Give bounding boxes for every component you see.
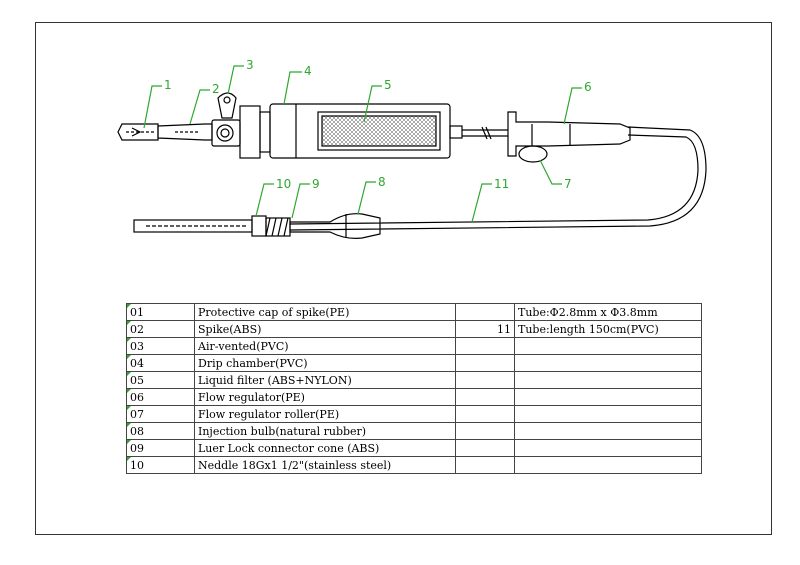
callout-1: 1 bbox=[164, 78, 172, 92]
part-description: Flow regulator(PE) bbox=[194, 388, 456, 406]
cell-marker bbox=[127, 406, 131, 410]
part-spec bbox=[514, 337, 702, 355]
part-description: Luer Lock connector cone (ABS) bbox=[194, 439, 456, 457]
part-number: 05 bbox=[126, 371, 195, 389]
part-description: Neddle 18Gx1 1/2"(stainless steel) bbox=[194, 456, 456, 474]
callout-6: 6 bbox=[584, 80, 592, 94]
callout-9: 9 bbox=[312, 177, 320, 191]
part-description: Spike(ABS) bbox=[194, 320, 456, 338]
luer-lock-shape bbox=[265, 217, 291, 237]
part-number: 04 bbox=[126, 354, 195, 372]
callout-5: 5 bbox=[384, 78, 392, 92]
part-description: Flow regulator roller(PE) bbox=[194, 405, 456, 423]
cell-marker bbox=[127, 457, 131, 461]
part-number: 07 bbox=[126, 405, 195, 423]
part-quantity bbox=[455, 388, 515, 406]
callout-10: 10 bbox=[276, 177, 291, 191]
part-number: 09 bbox=[126, 439, 195, 457]
flow-regulator-shape bbox=[507, 111, 631, 157]
part-spec bbox=[514, 354, 702, 372]
part-quantity bbox=[455, 456, 515, 474]
callout-7: 7 bbox=[564, 177, 572, 191]
part-quantity: 11 bbox=[455, 320, 515, 338]
callout-4: 4 bbox=[304, 64, 312, 78]
part-number: 02 bbox=[126, 320, 195, 338]
needle-shape bbox=[133, 215, 267, 237]
cell-marker bbox=[127, 321, 131, 325]
cell-marker bbox=[127, 338, 131, 342]
part-description: Liquid filter (ABS+NYLON) bbox=[194, 371, 456, 389]
part-description: Air-vented(PVC) bbox=[194, 337, 456, 355]
drawing-frame bbox=[35, 22, 772, 535]
cell-marker bbox=[127, 423, 131, 427]
part-spec bbox=[514, 405, 702, 423]
part-number: 01 bbox=[126, 303, 195, 321]
cell-marker bbox=[127, 440, 131, 444]
part-quantity bbox=[455, 337, 515, 355]
callout-8: 8 bbox=[378, 175, 386, 189]
part-description: Protective cap of spike(PE) bbox=[194, 303, 456, 321]
cell-marker bbox=[127, 304, 131, 308]
part-spec bbox=[514, 422, 702, 440]
part-number: 08 bbox=[126, 422, 195, 440]
part-quantity bbox=[455, 354, 515, 372]
part-spec: Tube:length 150cm(PVC) bbox=[514, 320, 702, 338]
callout-2: 2 bbox=[212, 82, 220, 96]
part-number: 06 bbox=[126, 388, 195, 406]
part-number: 03 bbox=[126, 337, 195, 355]
spike-shape bbox=[157, 123, 213, 141]
injection-bulb-shape bbox=[289, 213, 381, 239]
liquid-filter-shape bbox=[317, 111, 441, 151]
cell-marker bbox=[127, 389, 131, 393]
part-description: Drip chamber(PVC) bbox=[194, 354, 456, 372]
cell-marker bbox=[127, 372, 131, 376]
drip-chamber-shape bbox=[239, 103, 451, 159]
callout-11: 11 bbox=[494, 177, 509, 191]
part-quantity bbox=[455, 405, 515, 423]
tube-shape bbox=[289, 125, 707, 231]
part-spec bbox=[514, 439, 702, 457]
part-quantity bbox=[455, 422, 515, 440]
part-number: 10 bbox=[126, 456, 195, 474]
part-spec: Tube:Φ2.8mm x Φ3.8mm bbox=[514, 303, 702, 321]
part-description: Injection bulb(natural rubber) bbox=[194, 422, 456, 440]
air-vent-shape bbox=[211, 92, 241, 147]
cell-marker bbox=[127, 355, 131, 359]
part-quantity bbox=[455, 303, 515, 321]
part-spec bbox=[514, 388, 702, 406]
callout-3: 3 bbox=[246, 58, 254, 72]
part-quantity bbox=[455, 371, 515, 389]
part-spec bbox=[514, 371, 702, 389]
part-spec bbox=[514, 456, 702, 474]
protective-cap-shape bbox=[117, 123, 159, 141]
part-quantity bbox=[455, 439, 515, 457]
roller-shape bbox=[518, 145, 548, 163]
